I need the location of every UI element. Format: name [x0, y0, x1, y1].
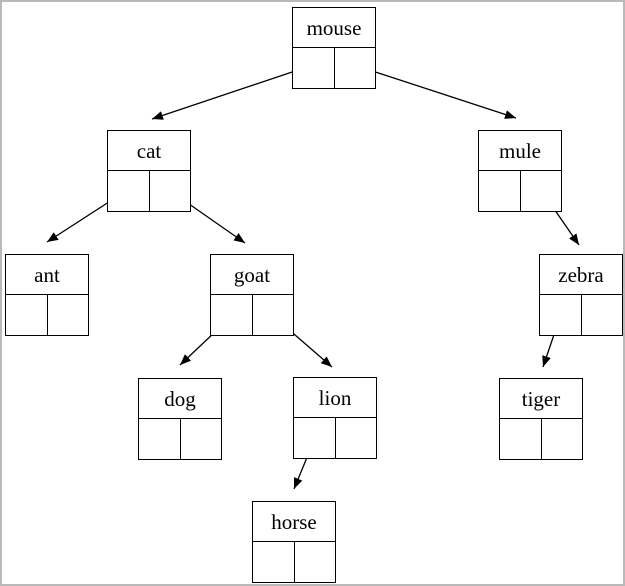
edge-mouse-left-cat — [151, 64, 314, 120]
node-label: cat — [108, 131, 190, 171]
node-cat: cat — [107, 130, 191, 212]
pointer-cell-right — [251, 295, 294, 335]
node-mule: mule — [478, 130, 562, 212]
node-dog: dog — [138, 378, 222, 460]
node-lion: lion — [293, 377, 377, 459]
pointer-cell-left — [479, 171, 520, 211]
pointer-cell-right — [179, 419, 222, 459]
node-label: mouse — [293, 8, 375, 48]
pointer-cell-right — [334, 418, 377, 458]
pointer-cell-right — [148, 171, 191, 211]
pointer-cell-left — [108, 171, 149, 211]
pointer-cell-left — [253, 542, 294, 582]
pointer-cell-right — [580, 295, 623, 335]
node-goat: goat — [210, 254, 294, 336]
pointer-cell-right — [46, 295, 89, 335]
pointer-cell-left — [293, 48, 334, 88]
node-label: goat — [211, 255, 293, 295]
pointer-cell-left — [500, 419, 541, 459]
pointer-cells — [500, 419, 582, 459]
node-zebra: zebra — [539, 254, 623, 336]
node-mouse: mouse — [292, 7, 376, 89]
node-tiger: tiger — [499, 378, 583, 460]
pointer-cell-right — [333, 48, 376, 88]
node-ant: ant — [5, 254, 89, 336]
pointer-cells — [108, 171, 190, 211]
node-label: lion — [294, 378, 376, 418]
pointer-cells — [293, 48, 375, 88]
node-horse: horse — [252, 501, 336, 583]
node-label: tiger — [500, 379, 582, 419]
pointer-cell-right — [519, 171, 562, 211]
node-label: zebra — [540, 255, 622, 295]
node-label: dog — [139, 379, 221, 419]
pointer-cell-left — [139, 419, 180, 459]
pointer-cell-left — [540, 295, 581, 335]
node-label: horse — [253, 502, 335, 542]
pointer-cell-left — [211, 295, 252, 335]
node-label: ant — [6, 255, 88, 295]
pointer-cell-right — [293, 542, 336, 582]
pointer-cell-left — [6, 295, 47, 335]
node-label: mule — [479, 131, 561, 171]
pointer-cell-right — [540, 419, 583, 459]
pointer-cells — [540, 295, 622, 335]
pointer-cells — [139, 419, 221, 459]
pointer-cells — [211, 295, 293, 335]
pointer-cells — [253, 542, 335, 582]
edge-mouse-right-mule — [353, 64, 517, 119]
pointer-cells — [6, 295, 88, 335]
pointer-cell-left — [294, 418, 335, 458]
pointer-cells — [294, 418, 376, 458]
pointer-cells — [479, 171, 561, 211]
